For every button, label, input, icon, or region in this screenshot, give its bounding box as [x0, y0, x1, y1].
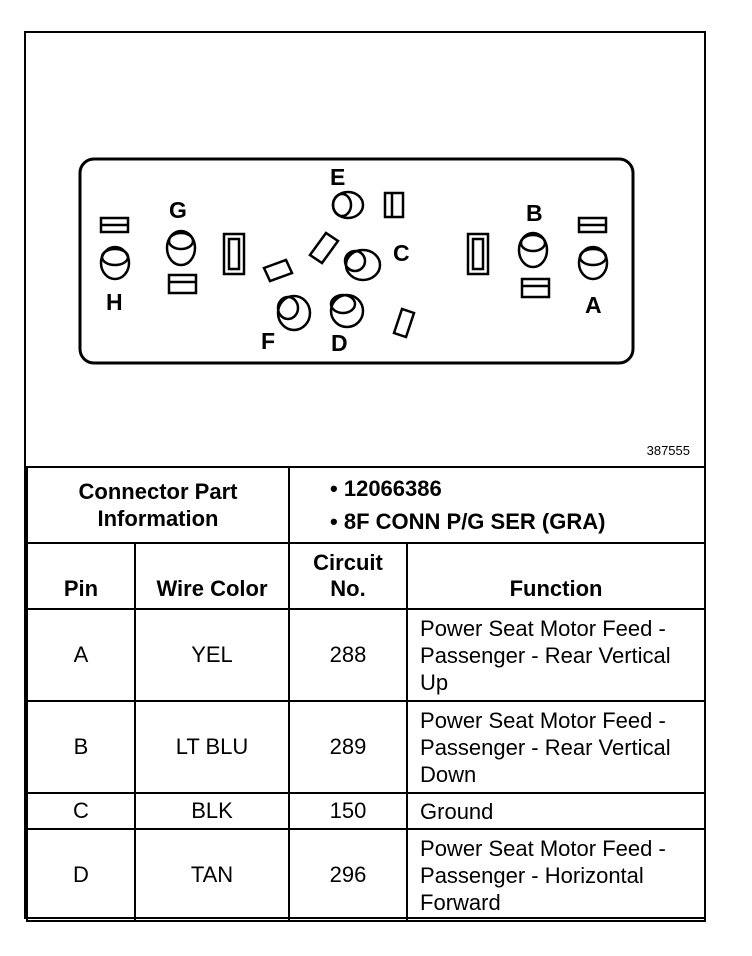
- circuit-cell: 288: [288, 608, 409, 702]
- function-cell: Power Seat Motor Feed - Passenger - Hori…: [406, 828, 707, 922]
- cavity-d: [329, 293, 416, 339]
- pin-cell: C: [26, 792, 136, 830]
- figure-number: 387555: [646, 443, 690, 458]
- wire-color-cell: YEL: [133, 608, 291, 702]
- pin-cell: D: [26, 828, 136, 922]
- connector-description: 8F CONN P/G SER (GRA): [330, 505, 704, 538]
- cavity-h: [99, 216, 131, 281]
- latch-right: [466, 232, 490, 276]
- function-cell: Ground: [406, 792, 707, 830]
- header-circuit-no: Circuit No.: [288, 542, 409, 610]
- table-row: A YEL 288 Power Seat Motor Feed - Passen…: [26, 608, 707, 702]
- pin-label-h: H: [106, 289, 123, 315]
- wire-color-cell: BLK: [133, 792, 291, 830]
- pin-label-a: A: [585, 292, 602, 318]
- table-header-row: Pin Wire Color Circuit No. Function: [26, 542, 707, 610]
- pin-cell: B: [26, 700, 136, 794]
- circuit-cell: 289: [288, 700, 409, 794]
- header-function: Function: [406, 542, 707, 610]
- connector-part-info-label: Connector Part Information: [25, 466, 291, 544]
- connector-sheet: H G E C F D B A 387555 Connector Part In…: [24, 31, 707, 922]
- latch-left: [222, 232, 246, 276]
- connector-outline: [78, 157, 635, 365]
- table-row: D TAN 296 Power Seat Motor Feed - Passen…: [26, 828, 707, 922]
- cavity-a: [577, 216, 609, 281]
- connector-table: Connector Part Information 12066386 8F C…: [25, 466, 707, 922]
- pin-label-d: D: [331, 330, 348, 356]
- function-cell: Power Seat Motor Feed - Passenger - Rear…: [406, 700, 707, 794]
- wire-color-cell: LT BLU: [133, 700, 291, 794]
- circuit-cell: 150: [288, 792, 409, 830]
- pin-label-f: F: [261, 328, 275, 354]
- circuit-cell: 296: [288, 828, 409, 922]
- function-cell: Power Seat Motor Feed - Passenger - Rear…: [406, 608, 707, 702]
- connector-part-info-list: 12066386 8F CONN P/G SER (GRA): [288, 466, 707, 544]
- pin-label-e: E: [330, 164, 345, 190]
- cavity-e: [331, 190, 405, 220]
- pin-cell: A: [26, 608, 136, 702]
- cavity-g: [165, 229, 198, 295]
- connector-part-number: 12066386: [330, 472, 704, 505]
- table-row: B LT BLU 289 Power Seat Motor Feed - Pas…: [26, 700, 707, 794]
- table-row: C BLK 150 Ground: [26, 792, 707, 830]
- cavity-pad-left: [262, 231, 340, 283]
- pin-label-g: G: [169, 197, 187, 223]
- connector-info-row: Connector Part Information 12066386 8F C…: [25, 466, 707, 544]
- connector-diagram: H G E C F D B A 387555: [26, 33, 704, 466]
- header-pin: Pin: [26, 542, 136, 610]
- pin-label-c: C: [393, 240, 410, 266]
- connector-face-drawing: H G E C F D B A: [78, 157, 635, 365]
- wire-color-cell: TAN: [133, 828, 291, 922]
- cavity-b: [517, 231, 551, 299]
- cavity-c: [343, 248, 382, 282]
- pin-label-b: B: [526, 200, 543, 226]
- header-wire-color: Wire Color: [133, 542, 291, 610]
- cavity-f: [276, 294, 312, 332]
